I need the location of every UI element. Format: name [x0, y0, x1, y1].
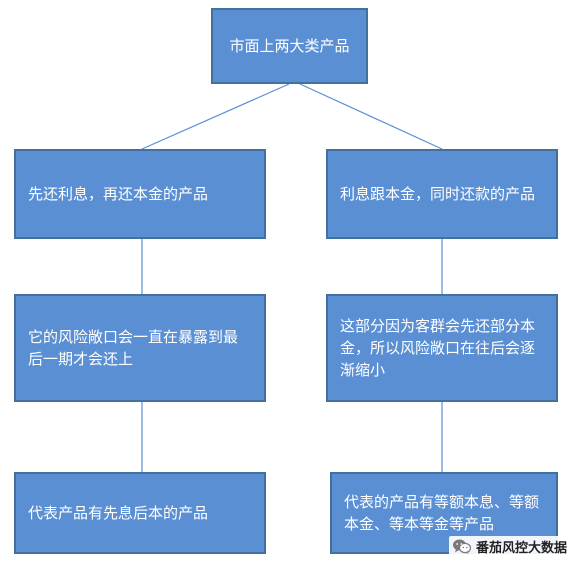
node-root-label: 市面上两大类产品: [229, 37, 350, 55]
node-left-1-label: 先还利息，再还本金的产品: [28, 185, 209, 203]
watermark-text: 番茄风控大数据: [475, 541, 567, 556]
node-right-1-label: 利息跟本金，同时还款的产品: [340, 185, 536, 203]
node-left-2-label: 它的风险敞口会一直在暴露到最后一期才会还上: [28, 328, 239, 368]
wechat-icon: [452, 539, 472, 554]
connector-root-left: [141, 83, 290, 150]
node-right-3-label: 代表的产品有等额本息、等额本金、等本等金等产品: [344, 493, 540, 533]
node-left-3: 代表产品有先息后本的产品: [14, 472, 266, 554]
watermark: 番茄风控大数据: [448, 536, 570, 557]
node-root: 市面上两大类产品: [211, 8, 368, 84]
node-left-1: 先还利息，再还本金的产品: [14, 149, 266, 239]
node-right-2-label: 这部分因为客群会先还部分本金，所以风险敞口在往后会逐渐缩小: [340, 317, 536, 379]
connector-root-right: [299, 83, 443, 150]
node-right-1: 利息跟本金，同时还款的产品: [326, 149, 558, 239]
node-left-2: 它的风险敞口会一直在暴露到最后一期才会还上: [14, 294, 266, 402]
node-left-3-label: 代表产品有先息后本的产品: [28, 504, 209, 522]
node-right-2: 这部分因为客群会先还部分本金，所以风险敞口在往后会逐渐缩小: [326, 294, 558, 402]
